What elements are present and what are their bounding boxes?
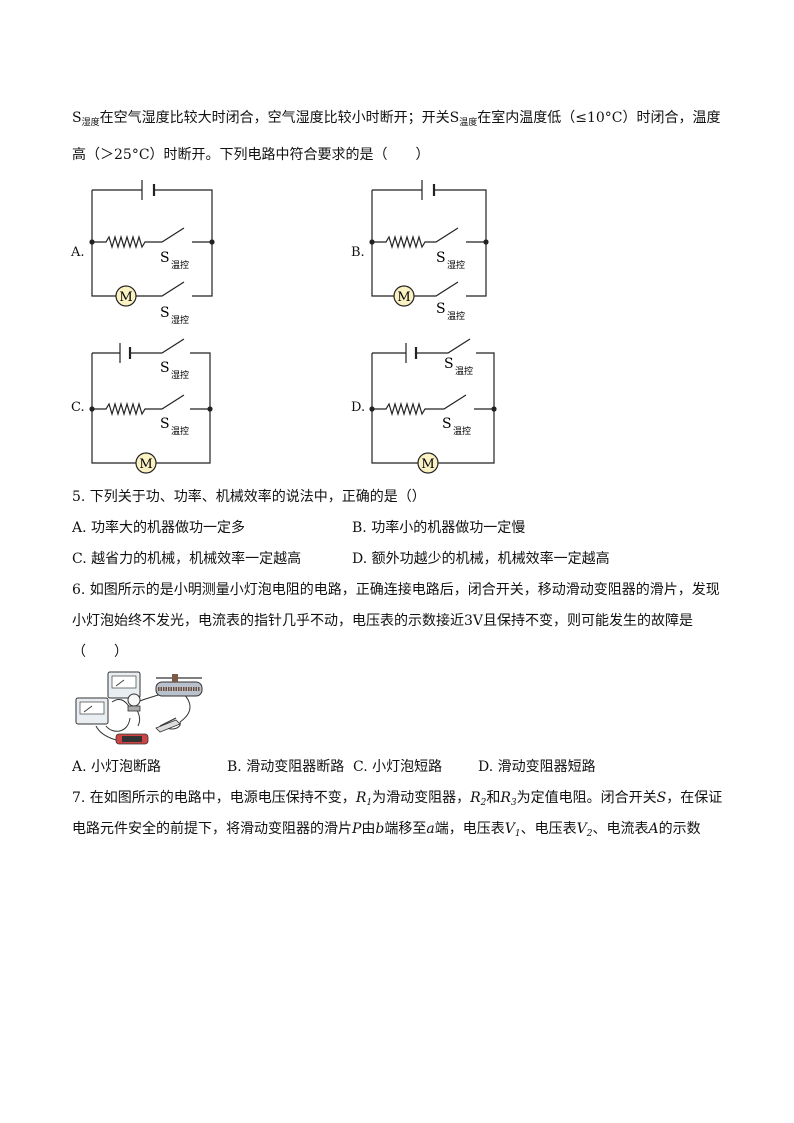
text: 在空气湿度比较大时闭合，空气湿度比较小时断开；开关	[99, 110, 450, 126]
symbol-r2: R	[470, 790, 481, 806]
text: 、电压表	[520, 821, 577, 837]
switch-label: S	[160, 305, 170, 321]
circuit-c: M S 湿控 S 温控	[89, 338, 213, 474]
q6-option-d: D. 滑动变阻器短路	[478, 759, 596, 775]
subscript: 3	[510, 798, 517, 808]
circuit-b: M S 湿控 S 温控	[369, 180, 489, 322]
symbol-r3: R	[500, 790, 511, 806]
q6-option-a: A. 小灯泡断路	[72, 759, 162, 775]
symbol-p: P	[352, 821, 362, 837]
subscript: 2	[480, 798, 487, 808]
q6-line-1: 6. 如图所示的是小明测量小灯泡电阻的电路，正确连接电路后，闭合开关，移动滑动变…	[72, 582, 720, 598]
switch-label: S	[442, 416, 452, 432]
q7-line-1: 7. 在如图所示的电路中，电源电压保持不变，R1为滑动变阻器，R2和R3为定值电…	[72, 788, 722, 813]
light-bulb-icon	[127, 693, 141, 712]
text: ，在保证	[666, 790, 723, 806]
q5-option-a: A. 功率大的机器做功一定多	[72, 520, 246, 536]
circuit-a: M S 温控 S 湿控	[89, 180, 215, 326]
subscript: 2	[586, 829, 593, 839]
motor-label: M	[139, 457, 152, 472]
text: 端，电压表	[434, 821, 505, 837]
text: 电路元件安全的前提下，将滑动变阻器的滑片	[72, 821, 352, 837]
text: 端移至	[384, 821, 427, 837]
q4-line-1: S湿度在空气湿度比较大时闭合，空气湿度比较小时断开；开关S温度在室内温度低（≤1…	[72, 108, 720, 133]
switch-subscript: 温控	[171, 425, 189, 437]
q5-option-b: B. 功率小的机器做功一定慢	[352, 520, 526, 536]
symbol-b: b	[375, 821, 385, 837]
motor-label: M	[421, 457, 434, 472]
text: 7. 在如图所示的电路中，电源电压保持不变，	[72, 790, 356, 806]
q5-option-d: D. 额外功越少的机械，机械效率一定越高	[352, 551, 610, 567]
symbol-v1: V	[504, 821, 515, 837]
switch-label: S	[160, 416, 170, 432]
q5-option-c: C. 越省力的机械，机械效率一定越高	[72, 551, 302, 567]
symbol-s: S	[656, 790, 667, 806]
switch-label: S	[444, 356, 454, 372]
motor-icon	[135, 452, 157, 474]
ammeter-icon	[107, 671, 141, 699]
q6-option-c: C. 小灯泡短路	[353, 759, 443, 775]
symbol-v2: V	[576, 821, 587, 837]
text: 为滑动变阻器，	[372, 790, 471, 806]
voltmeter-icon	[75, 697, 109, 725]
symbol-a-meter: A	[648, 821, 659, 837]
circuit-d: M S 温控 S 温控	[369, 338, 497, 474]
text: 和	[486, 790, 501, 806]
motor-icon	[393, 285, 415, 307]
q6-line-3: （ ）	[72, 644, 128, 660]
rheostat-icon	[155, 674, 203, 697]
switch-subscript: 湿控	[171, 369, 189, 381]
text: 由	[361, 821, 376, 837]
switch-label: S	[160, 250, 170, 266]
symbol-a: a	[426, 821, 435, 837]
option-b-label: B.	[351, 245, 365, 260]
subscript: 1	[514, 829, 521, 839]
text: 在室内温度低（≤10°C）时闭合，温度	[477, 110, 721, 126]
symbol-r1: R	[355, 790, 367, 806]
switch-subscript: 湿控	[447, 259, 465, 271]
q4-line-2: 高（＞25°C）时断开。下列电路中符合要求的是（ ）	[72, 147, 430, 163]
switch-subscript: 温控	[455, 365, 473, 377]
text: 为定值电阻。闭合开关	[516, 790, 657, 806]
switch-label: S	[160, 360, 170, 376]
text: 的示数	[658, 821, 701, 837]
motor-label: M	[397, 290, 410, 305]
motor-label: M	[119, 290, 132, 305]
experiment-apparatus-figure	[75, 671, 203, 745]
option-a-label: A.	[71, 245, 85, 260]
q5-stem: 5. 下列关于功、功率、机械效率的说法中，正确的是（）	[72, 489, 426, 505]
subscript: 湿度	[81, 118, 100, 128]
switch-label: S	[436, 250, 446, 266]
battery-icon	[115, 733, 149, 745]
switch-icon	[155, 717, 181, 733]
symbol-s: S	[449, 110, 460, 126]
q6-line-2: 小灯泡始终不发光，电流表的指针几乎不动，电压表的示数接近3V且保持不变，则可能发…	[72, 613, 694, 629]
switch-subscript: 温控	[447, 310, 465, 322]
switch-label: S	[436, 301, 446, 317]
switch-subscript: 温控	[171, 259, 189, 271]
subscript: 温度	[459, 118, 478, 128]
switch-subscript: 温控	[453, 425, 471, 437]
heater-resistor	[92, 227, 212, 250]
q7-line-2: 电路元件安全的前提下，将滑动变阻器的滑片P由b端移至a端，电压表V1、电压表V2…	[72, 819, 701, 844]
text: 、电流表	[592, 821, 649, 837]
motor-icon	[417, 452, 439, 474]
symbol-s: S	[72, 110, 82, 126]
motor-icon	[115, 285, 137, 307]
option-c-label: C.	[71, 400, 85, 415]
q6-option-b: B. 滑动变阻器断路	[227, 759, 345, 775]
option-d-label: D.	[351, 400, 366, 415]
subscript: 1	[366, 798, 373, 808]
switch-subscript: 湿控	[171, 314, 189, 326]
